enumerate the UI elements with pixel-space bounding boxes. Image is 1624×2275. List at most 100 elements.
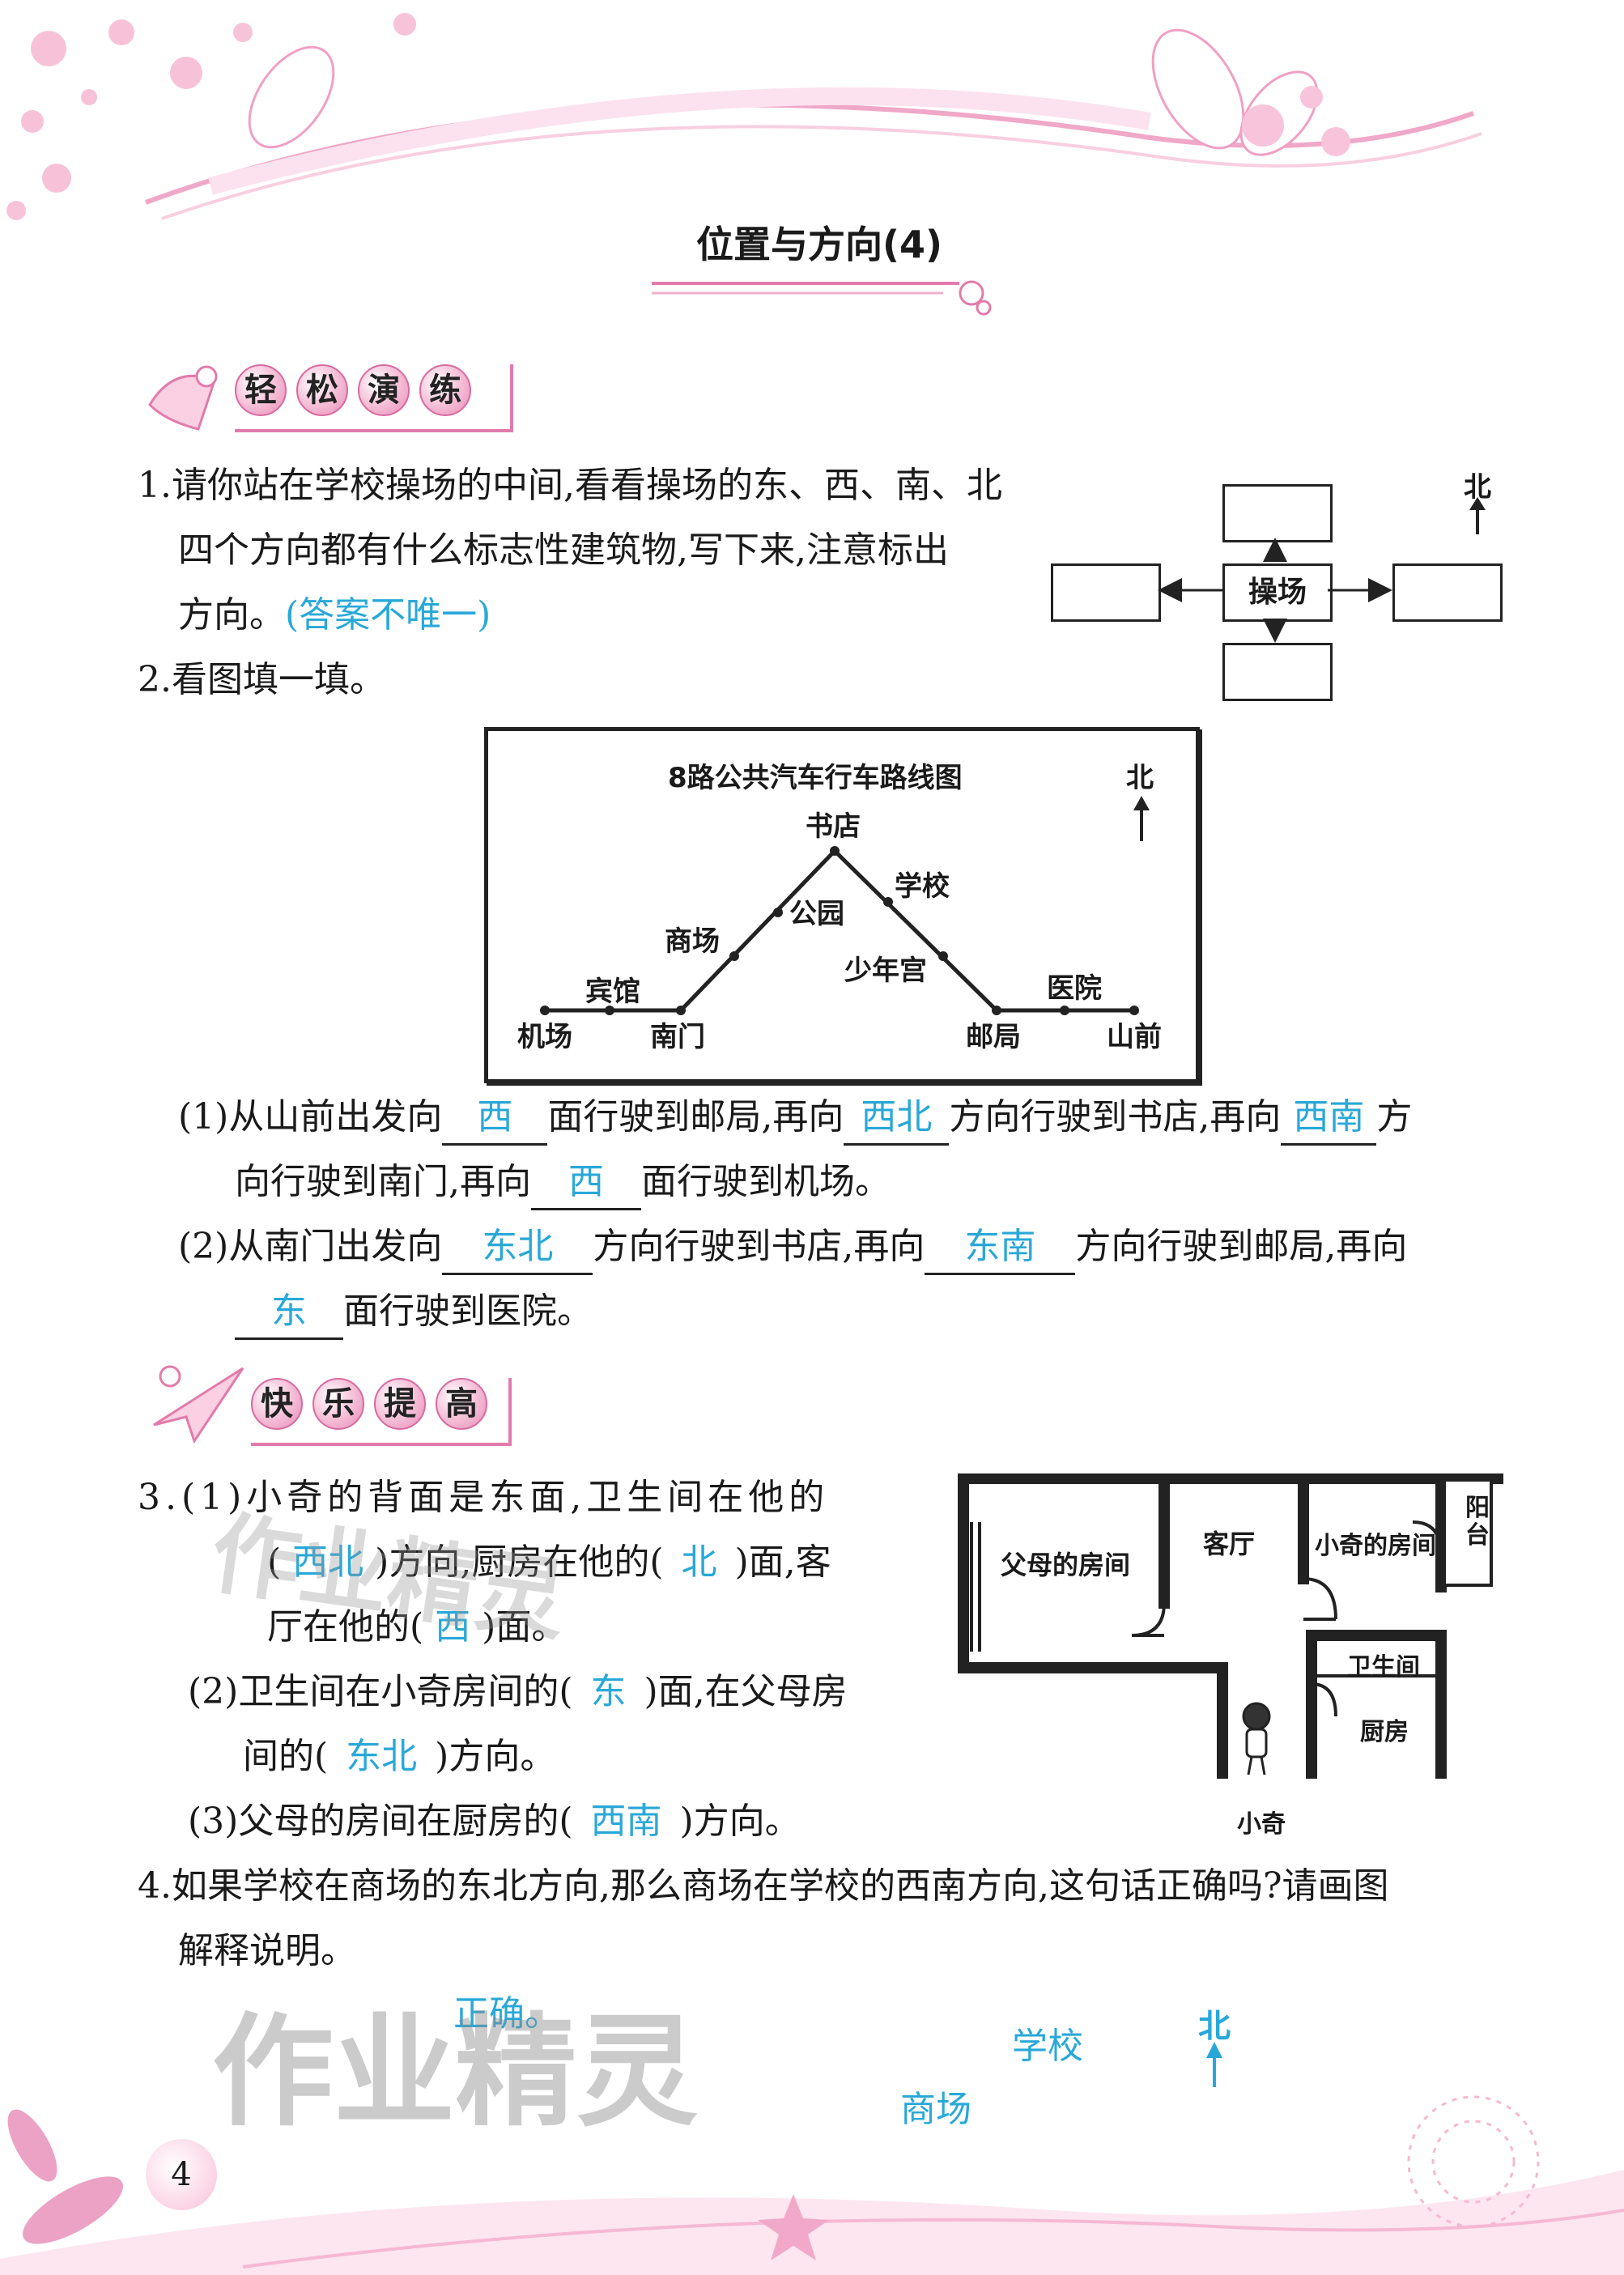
q3-text: )面,客 xyxy=(734,1541,831,1583)
q1-box-west xyxy=(1051,563,1161,622)
q3-text: )面,在父母房 xyxy=(644,1671,848,1712)
answer-blank[interactable]: 东北 xyxy=(442,1221,593,1275)
q2-p1-text: 方 xyxy=(1376,1096,1413,1138)
q2-p1-text: (1)从山前出发向 xyxy=(178,1096,443,1138)
q4-north-arrow-icon xyxy=(1206,2042,1222,2087)
map-north-label: 北 xyxy=(1126,762,1154,794)
page-number: 4 xyxy=(146,2139,217,2210)
q1-line3: 方向。(答案不唯一) xyxy=(178,583,491,648)
stop-label: 山前 xyxy=(1107,1021,1162,1053)
map-north-arrow-icon xyxy=(1133,796,1150,841)
room-kitchen: 厨房 xyxy=(1360,1718,1409,1746)
page-number-text: 4 xyxy=(171,2156,192,2193)
q4-school-label: 学校 xyxy=(1012,2026,1083,2067)
q1-line3-text: 方向。 xyxy=(178,594,285,636)
q1-center-label: 操场 xyxy=(1248,576,1307,609)
title-underline xyxy=(652,280,992,316)
q2-p1-line2: 向行驶到南门,再向西面行驶到机场。 xyxy=(235,1150,891,1214)
q1-line1: 1.请你站在学校操场的中间,看看操场的东、西、南、北 xyxy=(138,465,1002,506)
q2-title: 2.看图填一填。 xyxy=(138,659,385,700)
stop-dot xyxy=(540,1006,550,1015)
q2-p1-text: 面行驶到机场。 xyxy=(641,1161,891,1202)
stop-dot xyxy=(1060,1006,1069,1015)
q3-answer: 西南 xyxy=(590,1801,662,1842)
q1-note: (答案不唯一) xyxy=(285,594,491,636)
balcony-char: 台 xyxy=(1465,1521,1490,1550)
section-header-practice: 轻松演练 xyxy=(235,364,513,432)
section-char: 轻 xyxy=(235,364,287,416)
q3-text: )面。 xyxy=(482,1606,568,1648)
q3-line6: (3)父母的房间在厨房的(西南)方向。 xyxy=(188,1789,801,1854)
q3-text: ( xyxy=(267,1541,282,1583)
answer-blank[interactable]: 西南 xyxy=(1281,1091,1377,1146)
stop-label: 机场 xyxy=(517,1021,572,1053)
stop-dot xyxy=(676,1006,686,1015)
section-char: 高 xyxy=(436,1378,487,1430)
answer-blank[interactable]: 东南 xyxy=(925,1221,1076,1275)
stop-dot xyxy=(605,1006,614,1015)
q3-line5: 间的(东北)方向。 xyxy=(243,1724,555,1789)
q2-p1-text: 方向行驶到书店,再向 xyxy=(949,1096,1282,1138)
q3-answer: 西 xyxy=(435,1606,471,1648)
q3-text: 间的( xyxy=(243,1736,329,1777)
stop-label: 公园 xyxy=(789,898,844,930)
room-parents: 父母的房间 xyxy=(1001,1550,1131,1580)
q1-north-arrow-icon xyxy=(1469,497,1486,534)
q2-p2-line2: 东面行驶到医院。 xyxy=(235,1279,593,1344)
q2-p2-text: 面行驶到医院。 xyxy=(343,1291,593,1332)
q3-answer: 北 xyxy=(681,1541,717,1583)
q3-answer: 西北 xyxy=(292,1541,364,1583)
room-bathroom: 卫生间 xyxy=(1347,1653,1420,1682)
stop-dot xyxy=(1129,1006,1139,1015)
q4-line1: 4.如果学校在商场的东北方向,那么商场在学校的西南方向,这句话正确吗?请画图 xyxy=(138,1865,1389,1907)
answer-blank[interactable]: 西 xyxy=(442,1091,548,1146)
q3-text: )方向,厨房在他的( xyxy=(375,1541,664,1583)
floor-plan xyxy=(958,1473,1503,1779)
answer-blank[interactable]: 西 xyxy=(531,1156,641,1210)
q2-p2-line1: (2)从南门出发向东北方向行驶到书店,再向东南方向行驶到邮局,再向 xyxy=(178,1214,1407,1279)
q4-line2: 解释说明。 xyxy=(178,1930,356,1971)
q3-text: (2)卫生间在小奇房间的( xyxy=(188,1671,573,1712)
q2-p1-text: 向行驶到南门,再向 xyxy=(235,1161,531,1202)
section-char: 快 xyxy=(251,1378,303,1430)
q2-p1-line1: (1)从山前出发向西面行驶到邮局,再向西北方向行驶到书店,再向西南方 xyxy=(178,1085,1412,1150)
stop-label: 南门 xyxy=(650,1021,705,1053)
map-title: 8路公共汽车行车路线图 xyxy=(668,762,963,794)
q3-text: 厅在他的( xyxy=(267,1606,424,1648)
q3-text: )方向。 xyxy=(435,1736,556,1777)
section-char: 乐 xyxy=(312,1378,364,1430)
stop-label: 少年宫 xyxy=(844,955,927,987)
q2-p1-text: 面行驶到邮局,再向 xyxy=(547,1096,844,1138)
q3-line2: (西北 )方向,厨房在他的( 北 )面,客 xyxy=(267,1530,831,1595)
person-label: 小奇 xyxy=(1237,1810,1286,1839)
stop-dot xyxy=(830,846,840,856)
stop-label: 宾馆 xyxy=(585,976,640,1008)
q3-answer: 东 xyxy=(590,1671,627,1712)
answer-blank[interactable]: 东 xyxy=(235,1286,343,1340)
section-char: 演 xyxy=(358,364,410,416)
section-icon-practice xyxy=(148,365,218,431)
footer-decoration xyxy=(0,2095,1624,2275)
q3-line3: 厅在他的( 西 )面。 xyxy=(267,1595,567,1660)
q1-arrows xyxy=(1158,538,1392,643)
q2-p2-text: 方向行驶到邮局,再向 xyxy=(1075,1226,1408,1267)
room-xiaoqi: 小奇的房间 xyxy=(1315,1532,1436,1560)
q4-north-label: 北 xyxy=(1198,2008,1231,2045)
stop-label: 医院 xyxy=(1047,972,1102,1005)
answer-blank[interactable]: 西北 xyxy=(844,1091,950,1146)
header-decoration xyxy=(6,13,1482,220)
q1-box-south xyxy=(1222,643,1333,701)
bus-route-map: 8路公共汽车行车路线图 北 机场 宾馆 南门 商场 公园 书店 学校 少年宫 邮… xyxy=(484,727,1200,1083)
stop-dot xyxy=(992,1006,1001,1015)
person-icon xyxy=(1242,1702,1271,1775)
q4-answer: 正确。 xyxy=(453,1993,560,2035)
stop-label: 商场 xyxy=(665,925,720,958)
page-title: 位置与方向(4) xyxy=(696,223,943,266)
q4-mall-label: 商场 xyxy=(900,2089,971,2130)
stop-dot xyxy=(938,951,948,961)
stop-dot xyxy=(773,908,783,917)
section-header-improve: 快乐提高 xyxy=(251,1378,512,1446)
q1-box-east xyxy=(1392,563,1503,622)
q2-p2-text: 方向行驶到书店,再向 xyxy=(593,1226,925,1267)
stop-label: 学校 xyxy=(895,870,950,903)
